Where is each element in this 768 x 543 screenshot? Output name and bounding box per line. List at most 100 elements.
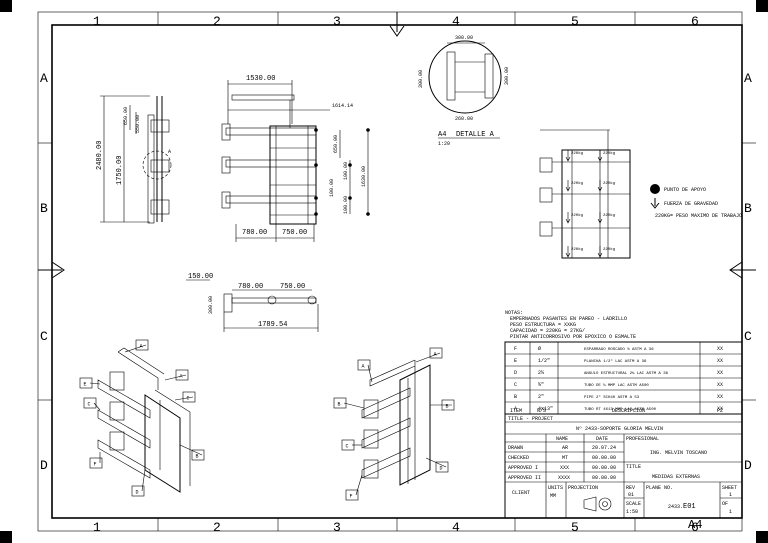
bom-description: TUBO RT 4X13 MMP LAC ASTM A500 bbox=[584, 408, 657, 412]
column-label: 4 bbox=[452, 520, 460, 535]
title-block-label: UNITS bbox=[548, 485, 563, 491]
dimension-label: 780.00 bbox=[242, 229, 267, 237]
callout-box bbox=[333, 397, 347, 409]
title-block-label: PROFESIONAL bbox=[626, 436, 659, 442]
bom-size: 4x13" bbox=[538, 406, 553, 412]
bom-size: Ø bbox=[538, 345, 541, 352]
column-label: 3 bbox=[333, 520, 341, 535]
dimension-label: 550.00 bbox=[135, 115, 141, 133]
corner-mark bbox=[756, 0, 768, 12]
callout-box bbox=[191, 449, 205, 461]
projection-symbol-icon bbox=[598, 497, 612, 511]
load-arrow bbox=[565, 212, 571, 224]
dimension-label: 150.00 bbox=[188, 273, 213, 281]
note-item: CAPACIDAD = 220KG = 27KG/ bbox=[510, 328, 585, 334]
bom-item: D bbox=[514, 370, 517, 376]
paper-size: A4 bbox=[688, 518, 702, 532]
bom-header: DESCRIPCION bbox=[612, 408, 645, 414]
column-label: 3 bbox=[333, 14, 341, 29]
approved-by-2: XXXX bbox=[558, 475, 570, 481]
callout-box bbox=[182, 391, 196, 403]
corner-mark bbox=[0, 531, 12, 543]
title-block-label: APPROVED I bbox=[508, 465, 538, 471]
bom-item: F bbox=[514, 346, 517, 352]
legend-label: 220KG= PESO MAXIMO DE TRABAJO bbox=[655, 213, 742, 219]
bom-size: 2¼ bbox=[538, 370, 544, 376]
bom-description: ANGULO ESTRUCTURAL 2¼ LAC ASTM A 36 bbox=[584, 371, 669, 376]
callout-box bbox=[79, 377, 93, 389]
support-point-icon bbox=[650, 184, 660, 194]
dimension-label: 1750.00 bbox=[116, 156, 124, 185]
detail-sheet-size: A4 bbox=[438, 131, 446, 139]
title-block-label: TITLE bbox=[626, 464, 641, 470]
bom-item: A bbox=[514, 406, 517, 412]
bom-size: 2" bbox=[538, 394, 544, 400]
bom-header: PZ bbox=[717, 408, 723, 414]
load-label: 220kg bbox=[571, 247, 584, 252]
title-block-label: PROJECTION bbox=[568, 485, 598, 491]
load-arrow bbox=[565, 180, 571, 192]
callout-label: B bbox=[338, 402, 341, 408]
dimension-label: 300.00 bbox=[418, 70, 424, 88]
grid-ticks bbox=[38, 12, 756, 531]
units-value: MM bbox=[550, 493, 556, 499]
bom-description: ESPARRAGO ROSCADO ⅜ ASTM A 36 bbox=[584, 348, 654, 352]
isometric-view-left bbox=[97, 347, 191, 493]
dimension-label: 100.00 bbox=[343, 162, 349, 180]
bom-quantity: XX bbox=[717, 346, 723, 352]
row-label: C bbox=[40, 329, 48, 344]
callout-box bbox=[345, 489, 359, 501]
callout-label: D bbox=[440, 466, 443, 472]
sheet-value: 1 bbox=[729, 492, 732, 498]
approved-by-1: XXX bbox=[560, 465, 569, 471]
bom-quantity: XX bbox=[717, 370, 723, 376]
callout-label: C bbox=[346, 444, 349, 450]
callout-box bbox=[135, 339, 149, 351]
dimension-label: 2480.00 bbox=[96, 141, 104, 170]
callout-label: F bbox=[94, 462, 97, 468]
bom-item: E bbox=[514, 358, 517, 364]
title-block-label: DRAWN bbox=[508, 445, 523, 451]
row-label: B bbox=[40, 201, 48, 216]
callout-box bbox=[175, 369, 189, 381]
load-label: 220kg bbox=[571, 213, 584, 218]
dimension-label: 780.00 bbox=[238, 283, 263, 291]
callout-box bbox=[89, 457, 103, 469]
callout-label: E bbox=[84, 382, 87, 388]
plane-number-prefix: 2433. bbox=[668, 504, 683, 510]
dimension-label: 750.00 bbox=[280, 283, 305, 291]
title-block-label: REV bbox=[626, 485, 635, 491]
column-label: 4 bbox=[452, 14, 460, 29]
title-block-label: CHECKED bbox=[508, 455, 529, 461]
row-label: A bbox=[40, 71, 48, 86]
gravity-arrow-icon bbox=[650, 198, 660, 209]
plane-number: E01 bbox=[683, 503, 696, 511]
column-label: 6 bbox=[691, 520, 699, 535]
checked-by: MT bbox=[562, 455, 568, 461]
callout-label: A bbox=[140, 344, 143, 350]
dimension-label: 260.00 bbox=[455, 116, 473, 122]
professional-name: ING. MELVIN TOSCANO bbox=[650, 450, 707, 456]
callout-label: C bbox=[187, 396, 190, 402]
bom-size: 1/2" bbox=[538, 358, 550, 364]
callout-label: C bbox=[88, 402, 91, 408]
corner-mark bbox=[0, 0, 12, 12]
bom-description: PLANCHA 1/2" LAC ASTM A 36 bbox=[584, 359, 647, 364]
callout-box bbox=[357, 359, 371, 371]
dimension-label: 1614.14 bbox=[332, 103, 353, 109]
callout-box bbox=[341, 439, 355, 451]
title-block-label: CLIENT bbox=[512, 490, 530, 496]
dimension-label: 100.00 bbox=[343, 196, 349, 214]
bom-quantity: XX bbox=[717, 406, 723, 412]
callout-label: B bbox=[446, 404, 449, 410]
dimension-label: 300.00 bbox=[455, 35, 473, 41]
checked-date: 00.00.00 bbox=[592, 455, 616, 461]
callout-label: F bbox=[350, 494, 353, 500]
inner-frame bbox=[51, 24, 743, 519]
side-view: A 2480.00 650.00 550.00 1750.00 bbox=[96, 95, 172, 224]
isometric-view-right bbox=[361, 359, 431, 486]
bom-description: TUBO DE ⅛ MMP LAC ASTM A500 bbox=[584, 383, 649, 388]
dimension-label: 650.00 bbox=[123, 107, 129, 125]
callout-box bbox=[435, 461, 449, 473]
